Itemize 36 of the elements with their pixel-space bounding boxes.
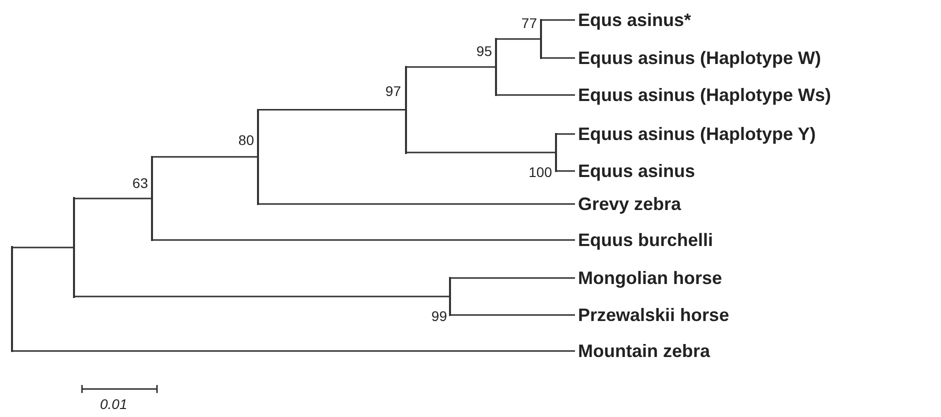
bootstrap-value: 99	[431, 308, 447, 324]
taxon-label: Equus asinus (Haplotype Ws)	[578, 84, 832, 106]
branch-line	[407, 152, 556, 154]
branch-line	[153, 156, 258, 158]
branch-line	[497, 38, 541, 40]
branch-line	[557, 170, 575, 172]
branch-line	[259, 203, 575, 205]
branch-line	[557, 133, 575, 135]
branch-line	[13, 350, 575, 352]
bootstrap-value: 95	[476, 43, 492, 59]
bootstrap-value: 80	[238, 132, 254, 148]
branch-line	[13, 246, 74, 248]
branch-line	[451, 314, 575, 316]
taxon-label: Mountain zebra	[578, 340, 710, 362]
branch-line	[407, 66, 496, 68]
taxon-label: Mongolian horse	[578, 267, 722, 289]
bootstrap-value: 63	[132, 175, 148, 191]
scale-bar-label: 0.01	[100, 396, 128, 412]
taxon-label: Equus burchelli	[578, 229, 714, 251]
bootstrap-value: 97	[385, 83, 401, 99]
branch-line	[259, 109, 406, 110]
branch-line	[451, 277, 575, 279]
taxon-label: Przewalskii horse	[578, 304, 730, 326]
bootstrap-value: 100	[528, 164, 552, 180]
branch-line	[75, 198, 152, 200]
taxon-label: Equus asinus (Haplotype W)	[578, 47, 822, 69]
taxon-label: Equus asinus (Haplotype Y)	[578, 123, 816, 145]
taxon-label: Equus asinus	[578, 160, 696, 182]
branch-line	[75, 296, 450, 298]
branch-line	[497, 94, 575, 96]
taxon-label: Grevy zebra	[578, 193, 682, 215]
taxon-label: Equs asinus*	[578, 9, 692, 31]
branch-line	[153, 239, 575, 241]
branch-line	[542, 57, 575, 59]
bootstrap-value: 77	[521, 15, 537, 31]
branch-line	[542, 19, 575, 21]
